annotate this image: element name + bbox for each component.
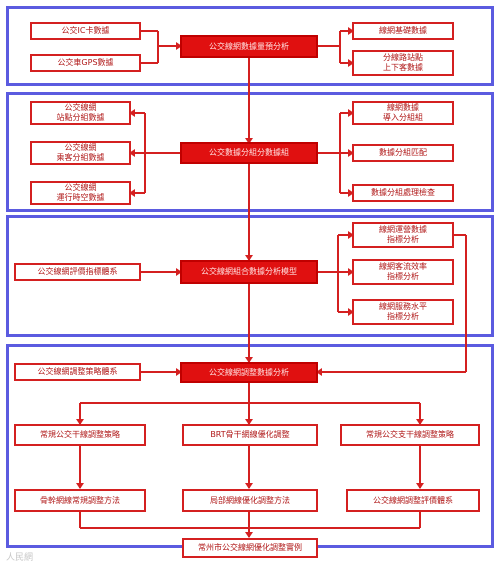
bottom-box-s4-1: 骨幹網線常規調整方法	[14, 489, 146, 512]
core-box-s3: 公交線網組合數據分析模型	[180, 260, 318, 284]
right-box-s3-2: 線網客流效率 指標分析	[352, 259, 454, 285]
right-box-s2-2: 數據分組匹配	[352, 144, 454, 162]
right-box-s2-3: 數據分組處理檢查	[352, 184, 454, 202]
left-box-s1-1: 公交IC卡數據	[30, 22, 141, 40]
middle-box-s4-1: 常規公交干線調整策略	[14, 424, 146, 446]
right-box-s1-1: 線網基礎數據	[352, 22, 454, 40]
right-box-s3-3: 線網服務水平 指標分析	[352, 299, 454, 325]
right-box-s1-2: 分線路站點 上下客數據	[352, 50, 454, 76]
middle-box-s4-3: 常規公交支干線調整策略	[340, 424, 480, 446]
left-box-s3-1: 公交線網評價指標體系	[14, 263, 141, 281]
bottom-box-s4-2: 局部網線優化調整方法	[182, 489, 318, 512]
left-box-s2-2: 公交線網 乘客分組數據	[30, 141, 131, 165]
watermark: 人民網	[6, 553, 34, 563]
left-box-s2-3: 公交線網 運行時空數據	[30, 181, 131, 205]
middle-box-s4-2: BRT骨干網線優化調整	[182, 424, 318, 446]
left-box-s4-1: 公交線網調整策略體系	[14, 363, 141, 381]
final-box-s4: 常州市公交線網優化調整實例	[182, 538, 318, 558]
left-box-s2-1: 公交線網 站點分組數據	[30, 101, 131, 125]
right-box-s3-1: 線網運營數據 指標分析	[352, 222, 454, 248]
bottom-box-s4-3: 公交線網調整評價體系	[346, 489, 480, 512]
left-box-s1-2: 公交車GPS數據	[30, 54, 141, 72]
core-box-s4: 公交線網調整數據分析	[180, 362, 318, 383]
core-box-s1: 公交線網數據量預分析	[180, 35, 318, 58]
core-box-s2: 公交數據分組分數據組	[180, 142, 318, 164]
right-box-s2-1: 線網數據 導入分組組	[352, 101, 454, 125]
